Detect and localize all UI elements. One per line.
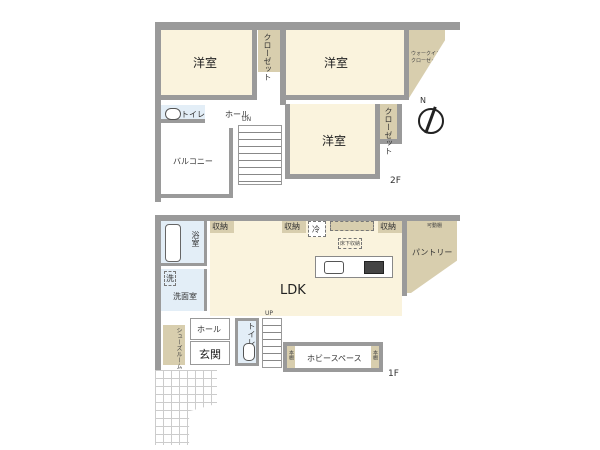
western-room-2: 洋室 (286, 30, 404, 100)
room-label: バルコニー (173, 157, 213, 166)
room-label: 収納 (212, 222, 228, 231)
bookshelf-1 (287, 346, 295, 368)
room-label: パントリー (412, 248, 453, 257)
room-label: シューズルーム (175, 327, 182, 369)
shoe-room: シューズルーム (163, 325, 185, 369)
bookshelf-2 (371, 346, 379, 368)
hobby-space: 本棚 ホビースペース 本棚 (283, 342, 383, 372)
room-label: 収納 (284, 222, 300, 231)
room-label: 玄関 (199, 348, 221, 361)
compass-north-label: N (420, 96, 426, 105)
storage-1: 収納 (210, 221, 234, 233)
western-room-3: 洋室 (285, 104, 380, 179)
wall (155, 215, 460, 221)
room-label: 洋室 (324, 56, 349, 70)
stairs-1f: UP (262, 310, 282, 368)
wall (155, 22, 460, 30)
stairs-label: DN (242, 116, 252, 123)
western-room-1: 洋室 (161, 30, 257, 100)
room-label: トイレ (247, 322, 256, 346)
porch (155, 370, 217, 445)
wall (402, 221, 407, 296)
sink-icon (324, 261, 344, 274)
movable-shelf-label: 可動棚 (427, 223, 443, 229)
stairs-label: UP (265, 310, 274, 317)
room-label: クローゼット (384, 107, 393, 155)
wall (155, 22, 161, 202)
bathtub-icon (165, 224, 181, 262)
washer-label: 洗 (164, 271, 176, 286)
floor-label-2f: 2F (390, 176, 401, 186)
room-label: ホール (225, 110, 249, 119)
bookshelf-2-label: 本棚 (372, 350, 378, 360)
bookshelf-1-label: 本棚 (288, 350, 294, 360)
stove-icon (364, 261, 384, 274)
hall-1f: ホール (190, 318, 230, 340)
fridge: 冷 (308, 221, 326, 237)
toilet-icon (243, 343, 255, 361)
room-label: ホール (197, 325, 221, 334)
room-label: 浴室 (191, 231, 200, 247)
entrance: 玄関 (190, 341, 230, 365)
compass-icon (418, 106, 444, 134)
underfloor-storage: 床下収納 (338, 238, 363, 249)
balcony: バルコニー (161, 128, 233, 198)
pantry: 可動棚 パントリー (407, 221, 457, 293)
toilet-1f: トイレ (235, 318, 259, 366)
storage-3: 収納 (378, 221, 402, 233)
kitchen-island (315, 256, 393, 278)
room-label: ホビースペース (307, 354, 362, 363)
room-label: ウォークインクローゼット (411, 51, 442, 64)
bathroom: 浴室 (161, 221, 207, 266)
hall-2f: ホール (205, 105, 285, 125)
closet-2: クローゼット (380, 104, 402, 155)
wall (155, 215, 161, 375)
ldk: LDK 床下収納 (210, 221, 402, 316)
stairs-2f: DN (238, 116, 282, 185)
toilet-icon (165, 108, 181, 120)
room-label: 洋室 (322, 134, 347, 148)
compass-needle (424, 106, 437, 134)
room-label: LDK (280, 283, 306, 298)
room-label: 洋室 (193, 56, 218, 70)
room-label: 洗面室 (173, 292, 197, 301)
room-label: クローゼット (263, 33, 272, 81)
room-label: トイレ (181, 110, 205, 119)
wall (280, 30, 286, 105)
washroom: 洗 洗面室 (161, 269, 207, 311)
toilet-2f: トイレ (161, 105, 205, 123)
wall (404, 30, 409, 100)
closet-1: クローゼット (258, 30, 280, 81)
storage-2: 収納 (282, 221, 306, 233)
floor-label-1f: 1F (388, 369, 399, 379)
room-label: 収納 (380, 222, 396, 231)
room-label: 冷 (312, 225, 320, 234)
counter-storage (330, 221, 374, 231)
walk-in-closet: ウォークインクローゼット (409, 30, 445, 98)
